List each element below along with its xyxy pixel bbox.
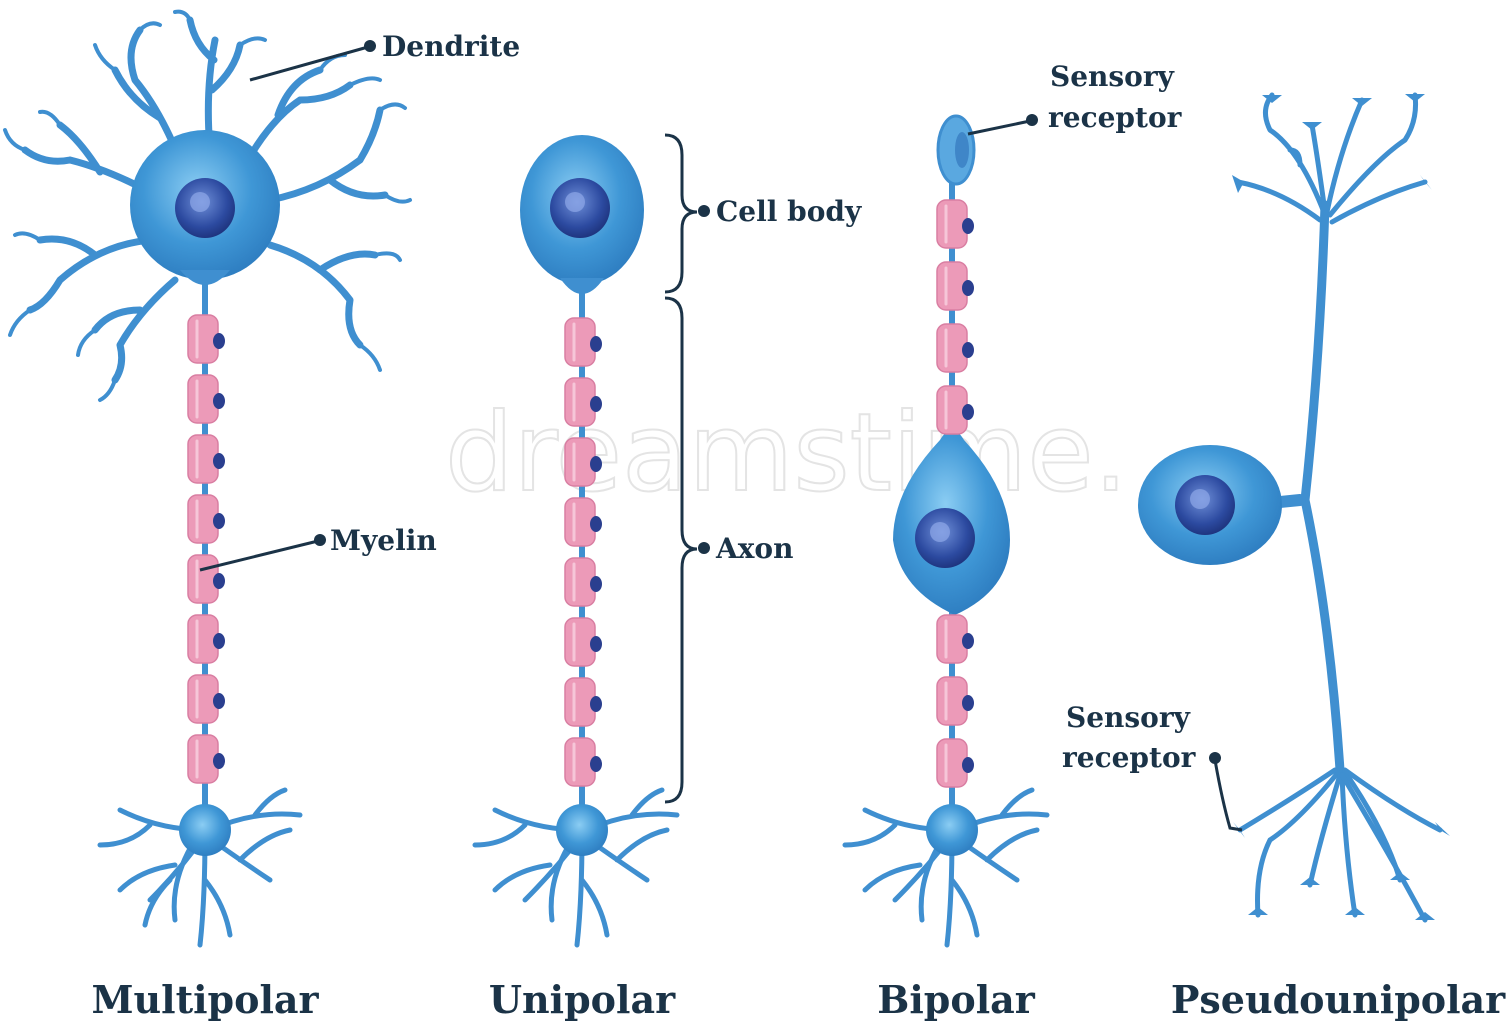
- myelin-label: Myelin: [330, 524, 437, 557]
- cell-body-label: Cell body: [716, 195, 862, 228]
- sensory-receptor-bottom-label-line2: receptor: [1062, 741, 1197, 774]
- title-unipolar: Unipolar: [489, 977, 676, 1022]
- sensory-receptor-top-label-line2: receptor: [1048, 101, 1183, 134]
- sensory-receptor-bottom-label-line1: Sensory: [1066, 701, 1191, 734]
- title-multipolar: Multipolar: [91, 977, 319, 1022]
- axon-label: Axon: [715, 532, 793, 565]
- watermark-text: dreamstime.: [445, 391, 1128, 516]
- myelin-callout: Myelin: [200, 524, 437, 570]
- axon-brace: [665, 298, 697, 802]
- multipolar-axon-terminal: [179, 804, 231, 856]
- bipolar-axon-terminal: [926, 804, 978, 856]
- cell-body-brace: [665, 135, 697, 292]
- sensory-receptor-bottom-callout: Sensory receptor: [1062, 701, 1242, 830]
- sensory-receptor-top-callout: Sensory receptor: [968, 60, 1183, 134]
- cell-body-callout: Cell body: [698, 195, 862, 228]
- title-bipolar: Bipolar: [877, 977, 1036, 1022]
- unipolar-axon-terminal: [556, 804, 608, 856]
- axon-callout: Axon: [698, 532, 793, 565]
- dendrite-label: Dendrite: [382, 30, 520, 63]
- sensory-receptor-top-label-line1: Sensory: [1050, 60, 1175, 93]
- dendrite-callout: Dendrite: [250, 30, 520, 80]
- title-pseudounipolar: Pseudounipolar: [1171, 977, 1506, 1022]
